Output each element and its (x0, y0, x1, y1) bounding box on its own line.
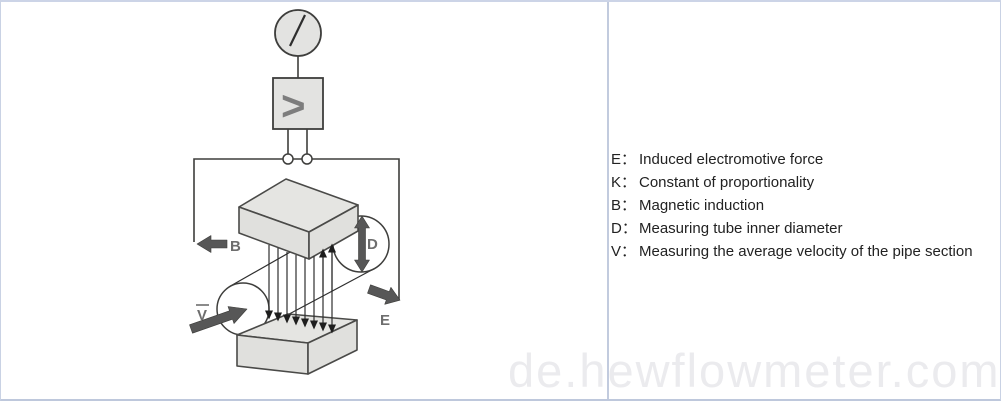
gauge-needle (289, 14, 306, 47)
d-arrow (354, 215, 370, 273)
b-label: B (230, 238, 241, 255)
terminal-right (301, 153, 313, 165)
electrode-wiring-loop (193, 129, 400, 300)
legend-row-b: B： Magnetic induction (611, 194, 996, 217)
b-arrow (196, 235, 228, 253)
d-label: D (367, 236, 378, 253)
legend-row-v: V： Measuring the average velocity of the… (611, 240, 996, 263)
legend-key: E： (611, 151, 637, 168)
legend-key: D： (611, 220, 637, 237)
panel-divider (607, 2, 609, 399)
upper-magnet-pole (238, 178, 359, 260)
indicator-gauge (274, 9, 322, 57)
lower-magnet-pole (236, 313, 358, 375)
legend-row-d: D： Measuring tube inner diameter (611, 217, 996, 240)
legend-text: Magnetic induction (639, 197, 765, 214)
legend-text: Measuring tube inner diameter (639, 220, 843, 237)
e-arrow (367, 284, 401, 305)
watermark-text: de.hewflowmeter.com (508, 344, 1001, 397)
legend-key: V： (611, 243, 637, 260)
legend-text: Measuring the average velocity of the pi… (639, 243, 973, 260)
v-arrow (189, 306, 248, 334)
legend-panel: E： Induced electromotive force K： Consta… (611, 148, 996, 263)
legend-key: B： (611, 197, 637, 214)
amplifier-gt-symbol: > (281, 82, 306, 129)
magnetic-field-lines (265, 243, 336, 334)
legend-text: Induced electromotive force (639, 151, 824, 168)
legend-key: K： (611, 174, 637, 191)
legend-text: Constant of proportionality (639, 174, 815, 191)
legend-row-k: K： Constant of proportionality (611, 171, 996, 194)
v-label: V (197, 307, 207, 324)
amplifier-box: > (272, 56, 324, 130)
e-label: E (380, 312, 390, 329)
terminal-left (282, 153, 294, 165)
flowmeter-diagram: > B D V E (189, 9, 401, 375)
legend-row-e: E： Induced electromotive force (611, 148, 996, 171)
